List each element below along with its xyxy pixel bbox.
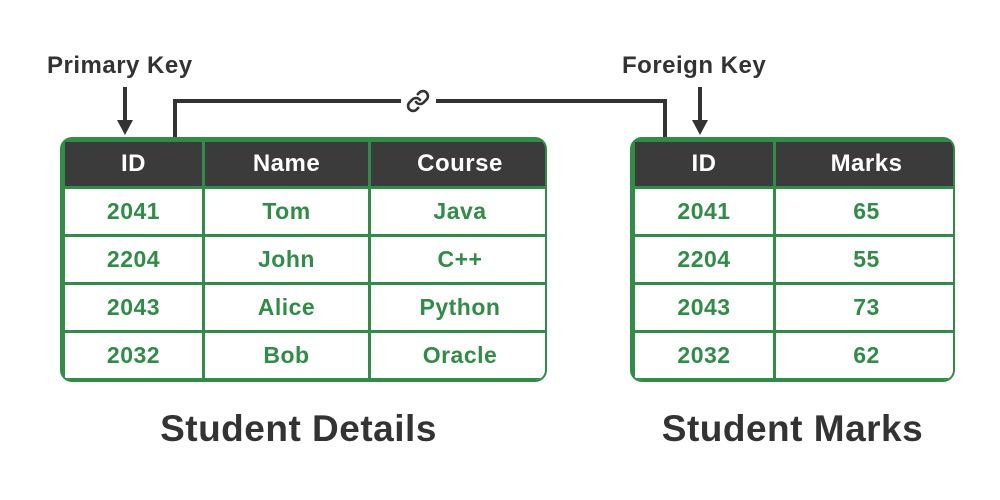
link-icon [406, 89, 430, 113]
table-cell: 2043 [62, 282, 205, 333]
table-cell: 2032 [632, 330, 776, 380]
table-cell: 2041 [632, 186, 776, 237]
arrow-down-icon [692, 87, 708, 135]
table-row: 2043 Alice Python [62, 282, 545, 333]
table-cell: C++ [368, 234, 545, 285]
foreign-key-label: Foreign Key [622, 52, 767, 79]
primary-key-label: Primary Key [47, 52, 193, 79]
table-cell: Python [368, 282, 545, 333]
table-cell: John [202, 234, 371, 285]
table-cell: Bob [202, 330, 371, 380]
student-marks-table: ID Marks 2041 65 2204 55 2043 73 2 [630, 137, 955, 382]
table-cell: Alice [202, 282, 371, 333]
header-cell-id: ID [632, 139, 776, 189]
table-cell: Oracle [368, 330, 545, 380]
table-cell: 55 [773, 234, 953, 285]
table-cell: 73 [773, 282, 953, 333]
table-row: 2032 62 [632, 330, 953, 380]
table-header-row: ID Marks [632, 139, 953, 189]
table-row: 2204 55 [632, 234, 953, 285]
table-cell: 2032 [62, 330, 205, 380]
header-cell-name: Name [202, 139, 371, 189]
student-details-caption: Student Details [160, 408, 437, 449]
arrow-down-icon [117, 87, 133, 135]
student-marks-caption: Student Marks [661, 408, 924, 449]
table-row: 2041 Tom Java [62, 186, 545, 237]
student-details-table: ID Name Course 2041 Tom Java 2204 John C… [60, 137, 547, 382]
table-cell: 2204 [632, 234, 776, 285]
table-row: 2204 John C++ [62, 234, 545, 285]
relationship-connector-line [173, 99, 667, 137]
header-cell-id: ID [62, 139, 205, 189]
header-cell-marks: Marks [773, 139, 953, 189]
table-row: 2032 Bob Oracle [62, 330, 545, 380]
table-cell: Java [368, 186, 545, 237]
table-cell: 2204 [62, 234, 205, 285]
table-row: 2041 65 [632, 186, 953, 237]
header-cell-course: Course [368, 139, 545, 189]
table-cell: 2043 [632, 282, 776, 333]
table-row: 2043 73 [632, 282, 953, 333]
table-cell: 62 [773, 330, 953, 380]
table-cell: 65 [773, 186, 953, 237]
table-cell: 2041 [62, 186, 205, 237]
table-cell: Tom [202, 186, 371, 237]
table-header-row: ID Name Course [62, 139, 545, 189]
